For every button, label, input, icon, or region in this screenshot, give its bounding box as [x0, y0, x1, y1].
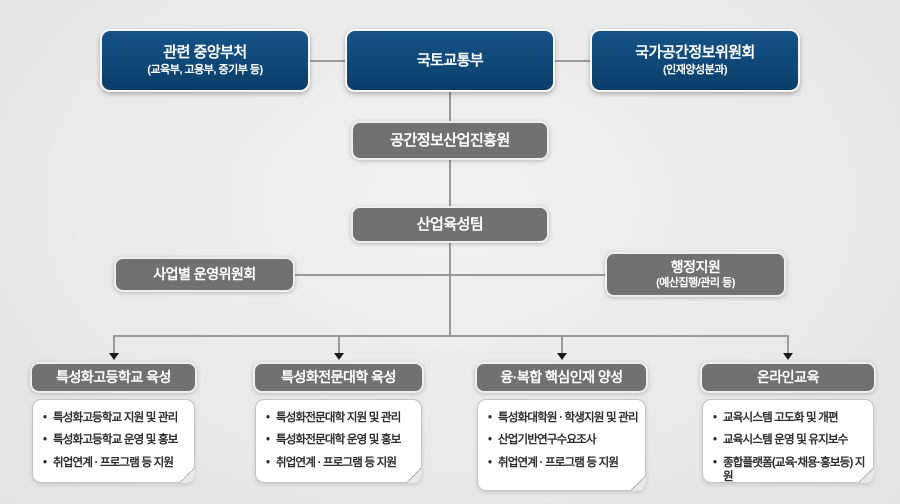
drop-col2 — [338, 335, 340, 353]
node-subtitle: (예산집행/관리 등) — [656, 276, 735, 289]
column-header-convergence: 융·복합 핵심인재 양성 — [475, 362, 648, 393]
arrow-down-icon — [334, 353, 344, 360]
node-national-committee: 국가공간정보위원회 (인재양성분과) — [590, 29, 800, 92]
task-item: 종합플랫폼(교육·채용·홍보등) 지원 — [713, 456, 867, 485]
node-title: 사업별 운영위원회 — [153, 266, 256, 283]
task-item: 취업연계 · 프로그램 등 지원 — [43, 456, 188, 471]
node-spatial-agency: 공간정보산업진흥원 — [351, 121, 549, 160]
column-header-label: 특성화고등학교 육성 — [56, 369, 171, 386]
column-panel-college: 특성화전문대학 지원 및 관리 특성화전문대학 운영 및 홍보 취업연계 · 프… — [255, 399, 422, 483]
column-header-high-school: 특성화고등학교 육성 — [30, 362, 197, 393]
task-item: 특성화고등학교 운영 및 홍보 — [43, 433, 188, 448]
task-item: 특성화전문대학 지원 및 관리 — [266, 411, 415, 426]
connector-top-left — [308, 60, 347, 62]
arrow-down-icon — [783, 353, 793, 360]
connector-top-right — [553, 60, 592, 62]
task-list: 특성화대학원 · 학생지원 및 관리 산업기반연구수요조사 취업연계 · 프로그… — [488, 411, 639, 471]
node-title: 국토교통부 — [416, 51, 484, 69]
connector-distributor — [113, 335, 789, 337]
connector-agency-to-team — [449, 159, 451, 208]
connector-left-committee — [294, 274, 450, 276]
column-header-label: 융·복합 핵심인재 양성 — [500, 369, 623, 386]
node-title: 산업육성팀 — [416, 215, 484, 233]
column-panel-convergence: 특성화대학원 · 학생지원 및 관리 산업기반연구수요조사 취업연계 · 프로그… — [477, 399, 646, 491]
node-title: 공간정보산업진흥원 — [390, 131, 510, 149]
drop-col1 — [113, 335, 115, 353]
column-panel-high-school: 특성화고등학교 지원 및 관리 특성화고등학교 운영 및 홍보 취업연계 · 프… — [32, 399, 195, 483]
column-header-college: 특성화전문대학 육성 — [253, 362, 424, 393]
task-item: 특성화대학원 · 학생지원 및 관리 — [488, 411, 639, 426]
node-subtitle: (교육부, 고용부, 중기부 등) — [147, 63, 263, 76]
drop-col3 — [561, 335, 563, 353]
connector-right-admin — [450, 274, 606, 276]
node-subtitle: (인재양성분과) — [662, 63, 728, 76]
column-header-label: 특성화전문대학 육성 — [281, 369, 396, 386]
task-item: 산업기반연구수요조사 — [488, 433, 639, 448]
column-header-label: 온라인교육 — [757, 369, 819, 386]
node-steering-committee: 사업별 운영위원회 — [114, 257, 295, 292]
node-title: 국가공간정보위원회 — [635, 44, 755, 62]
task-list: 교육시스템 고도화 및 개편 교육시스템 운영 및 유지보수 종합플랫폼(교육·… — [713, 411, 867, 485]
connector-team-to-branches — [449, 242, 451, 336]
task-list: 특성화고등학교 지원 및 관리 특성화고등학교 운영 및 홍보 취업연계 · 프… — [43, 411, 188, 471]
column-panel-online: 교육시스템 고도화 및 개편 교육시스템 운영 및 유지보수 종합플랫폼(교육·… — [702, 399, 874, 483]
column-header-online: 온라인교육 — [700, 362, 876, 393]
connector-molit-to-agency — [449, 91, 451, 123]
task-item: 교육시스템 운영 및 유지보수 — [713, 433, 867, 448]
drop-col4 — [787, 335, 789, 353]
node-admin-support: 행정지원 (예산집행/관리 등) — [605, 252, 786, 297]
node-related-ministries: 관련 중앙부처 (교육부, 고용부, 중기부 등) — [100, 29, 310, 92]
node-industry-team: 산업육성팀 — [351, 206, 549, 243]
arrow-down-icon — [109, 353, 119, 360]
task-item: 특성화고등학교 지원 및 관리 — [43, 411, 188, 426]
task-item: 취업연계 · 프로그램 등 지원 — [488, 456, 639, 471]
task-item: 취업연계 · 프로그램 등 지원 — [266, 456, 415, 471]
task-item: 교육시스템 고도화 및 개편 — [713, 411, 867, 426]
task-list: 특성화전문대학 지원 및 관리 특성화전문대학 운영 및 홍보 취업연계 · 프… — [266, 411, 415, 471]
node-molit: 국토교통부 — [345, 29, 555, 92]
arrow-down-icon — [557, 353, 567, 360]
node-title: 행정지원 — [670, 258, 721, 275]
node-title: 관련 중앙부처 — [163, 44, 247, 62]
task-item: 특성화전문대학 운영 및 홍보 — [266, 433, 415, 448]
